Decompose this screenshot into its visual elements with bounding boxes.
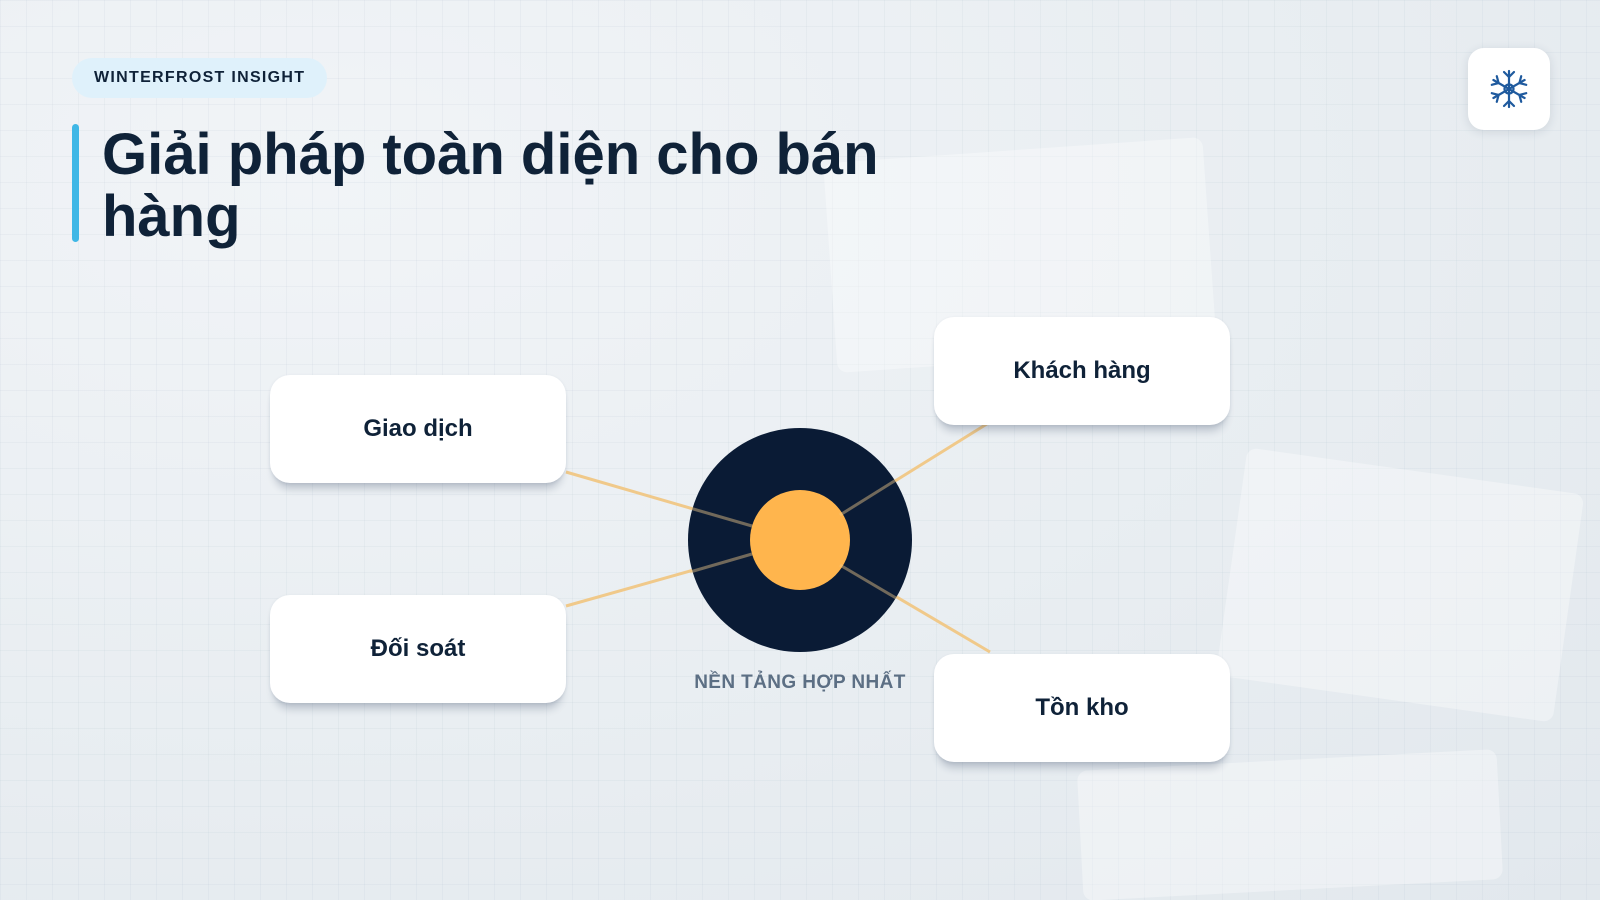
brand-badge: WINTERFROST INSIGHT <box>72 58 328 98</box>
node-card-ton-kho: Tồn kho <box>934 654 1230 762</box>
snowflake-icon <box>1490 69 1528 109</box>
hub-label: NỀN TẢNG HỢP NHẤT <box>694 672 906 693</box>
page-title: Giải pháp toàn diện cho bán hàng <box>102 122 879 249</box>
node-card-khach-hang: Khách hàng <box>934 317 1230 425</box>
node-card-giao-dich: Giao dịch <box>270 375 566 483</box>
logo <box>1468 48 1550 130</box>
node-card-doi-soat: Đối soát <box>270 595 566 703</box>
hub-inner-circle <box>750 490 850 590</box>
title-accent-bar <box>72 124 79 242</box>
